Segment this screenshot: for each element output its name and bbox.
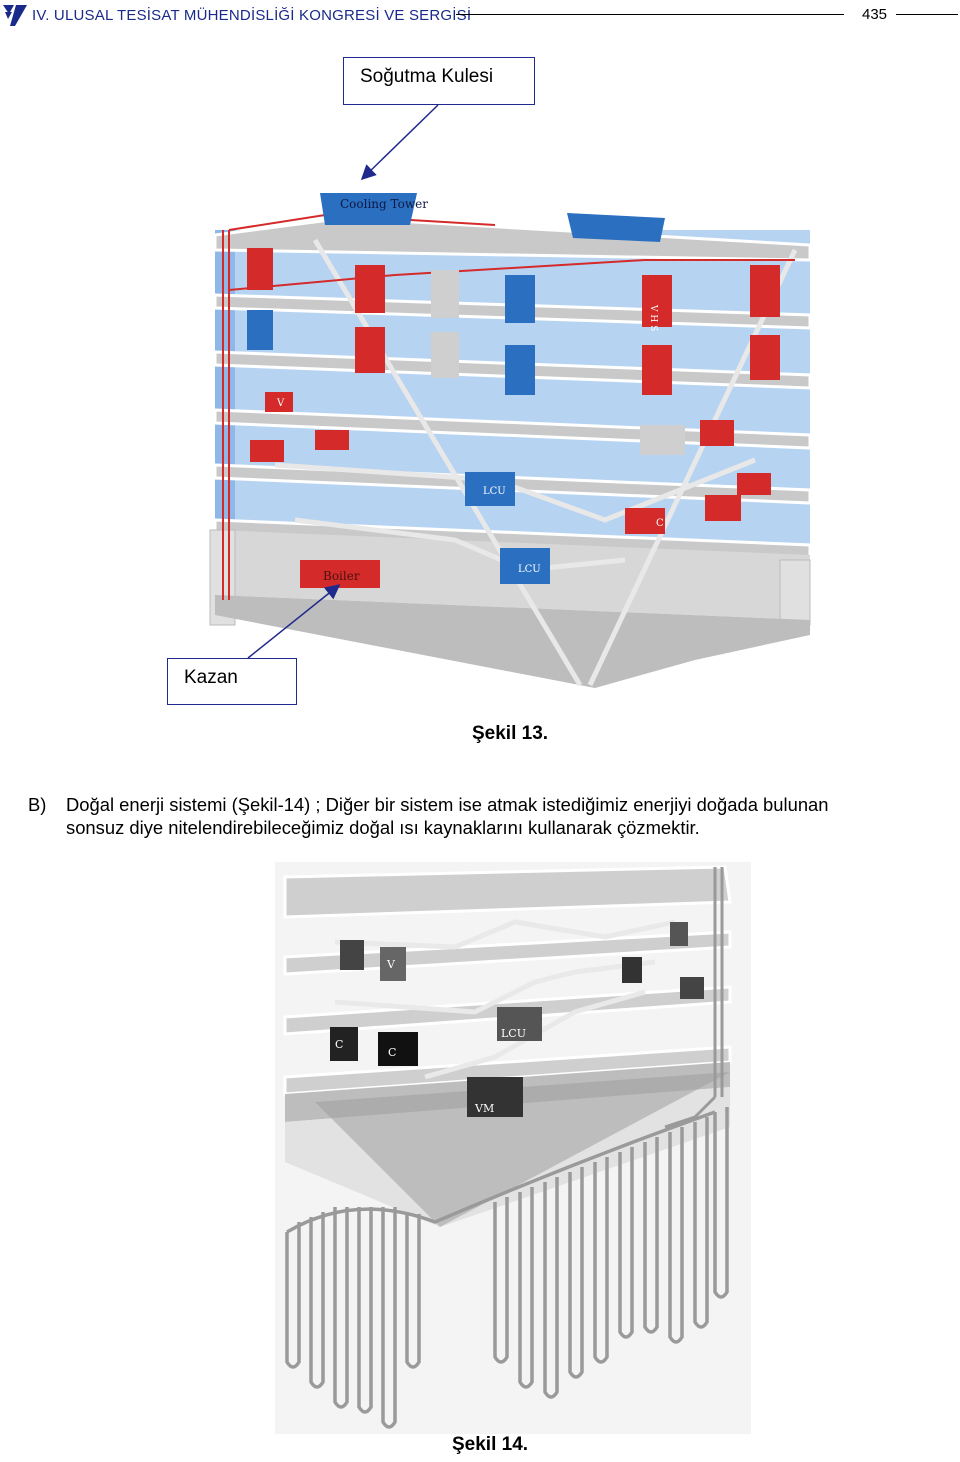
lcu-label-14: LCU <box>501 1027 526 1040</box>
v-label-14: V <box>386 958 396 971</box>
riser-14 <box>664 867 724 1129</box>
boiler-label: Boiler <box>323 569 360 583</box>
duct-structure <box>274 238 798 687</box>
callout-boiler-label: Kazan <box>184 667 238 688</box>
figure-13-hvac-building: Cooling Tower V H S C V LCU LCU <box>209 104 812 688</box>
figure-13-caption: Şekil 13. <box>472 723 549 744</box>
figure-14-caption: Şekil 14. <box>452 1434 529 1455</box>
arrow-to-boiler <box>247 584 341 659</box>
callout-boiler: Kazan <box>167 658 297 705</box>
c-units: C V <box>250 392 771 534</box>
brick-foundation-right <box>779 559 811 626</box>
cooling-tower-label: Cooling Tower <box>340 197 428 211</box>
page-header: IV. ULUSAL TESİSAT MÜHENDİSLİĞİ KONGRESİ… <box>0 0 960 34</box>
vm-label-14: VM <box>474 1102 494 1115</box>
boiler: Boiler <box>300 560 380 588</box>
page-number: 435 <box>862 6 888 23</box>
units-14: V C C LCU VM <box>330 922 704 1117</box>
paragraph-line-2: sonsuz diye nitelendirebileceğimiz doğal… <box>66 817 700 838</box>
cooling-tower: Cooling Tower <box>320 193 428 225</box>
conference-logo-icon <box>3 5 27 26</box>
callout-cooling-tower-label: Soğutma Kulesi <box>360 66 494 87</box>
arrow-to-cooling-tower <box>360 104 439 181</box>
header-rule-right <box>896 14 958 15</box>
conference-title: IV. ULUSAL TESİSAT MÜHENDİSLİĞİ KONGRESİ… <box>32 7 472 24</box>
c-label-14-b: C <box>388 1046 396 1059</box>
ground-loops <box>285 1107 729 1429</box>
header-rule-left <box>456 14 844 15</box>
lcu-units: LCU LCU <box>465 425 685 584</box>
figure-14-ground-loop-building: V C C LCU VM <box>275 862 751 1434</box>
paragraph-line-1: Doğal enerji sistemi (Şekil-14) ; Diğer … <box>66 794 829 815</box>
lcu-label-lower: LCU <box>518 564 541 575</box>
roof-unit <box>567 213 665 242</box>
v-unit-label: V <box>276 398 285 409</box>
callout-cooling-tower: Soğutma Kulesi <box>343 57 535 105</box>
lcu-label-upper: LCU <box>483 486 506 497</box>
ground-base <box>215 595 810 688</box>
paragraph-b: B) Doğal enerji sistemi (Şekil-14) ; Diğe… <box>28 793 960 839</box>
vhs-units: V H S <box>247 248 780 395</box>
vhs-label: V H S <box>648 304 658 331</box>
c-unit-label: C <box>656 518 664 529</box>
c-label-14-a: C <box>335 1038 343 1051</box>
inverted-pyramid <box>315 1072 730 1227</box>
paragraph-label: B) <box>28 794 47 815</box>
